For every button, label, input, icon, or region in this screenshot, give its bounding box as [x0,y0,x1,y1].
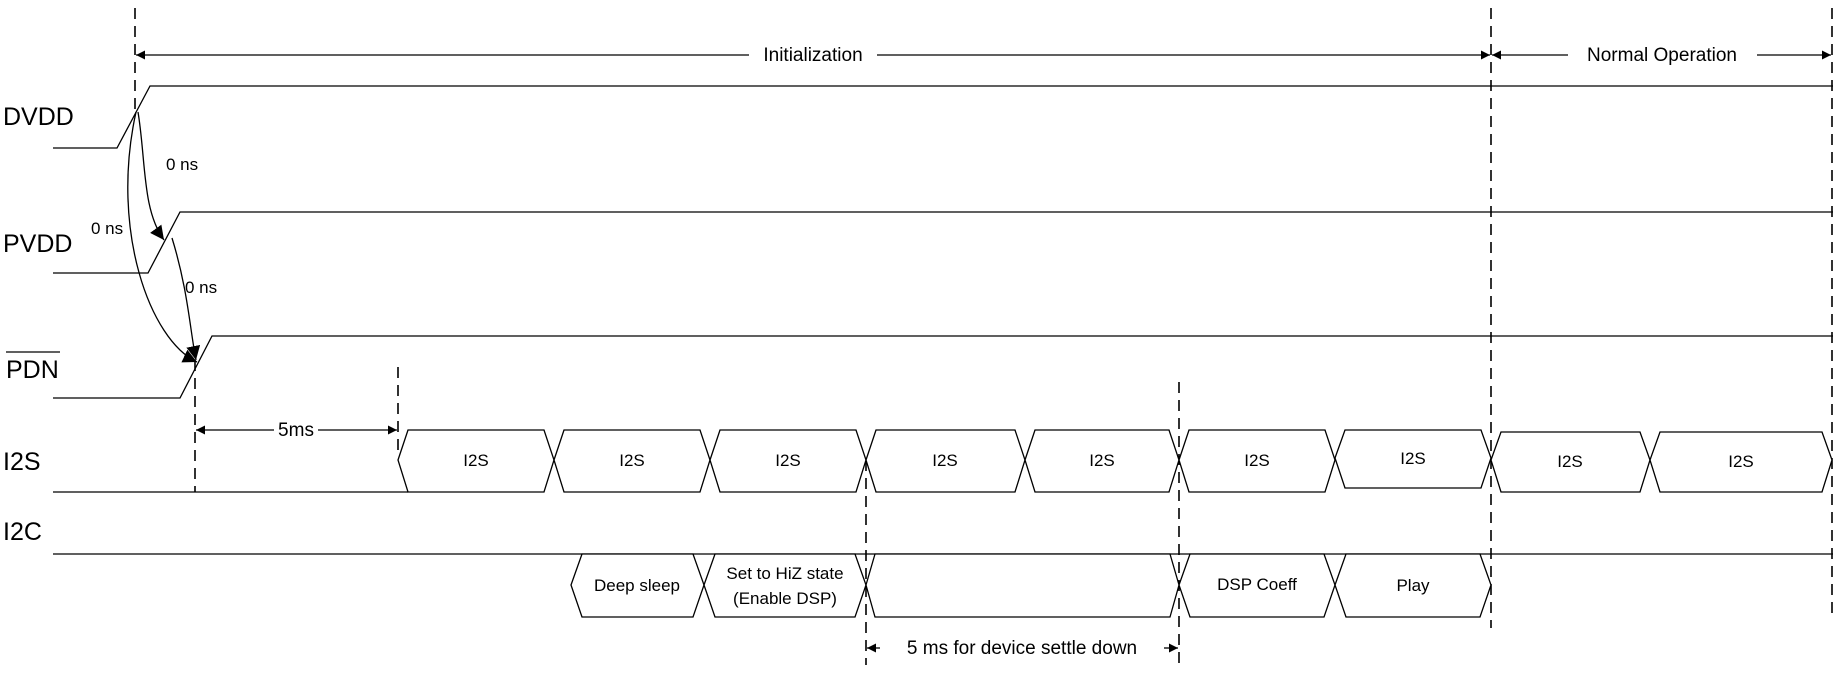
i2s-cell-label: I2S [619,451,645,470]
dvdd-to-pdn-delay-label: 0 ns [91,219,123,238]
normal-operation-label: Normal Operation [1587,45,1737,66]
i2c-bus: Deep sleep Set to HiZ state (Enable DSP)… [570,553,1492,618]
i2s-cell-label: I2S [932,451,958,470]
signal-pdn-label: PDN [6,356,59,384]
i2s-cell-label: I2S [1557,452,1583,471]
pvdd-to-pdn-arrow [171,237,201,361]
i2s-cell [1649,431,1833,493]
i2c-hiz-label-line2: (Enable DSP) [733,589,837,608]
signal-i2s-label: I2S [3,448,41,476]
i2s-cell-label: I2S [463,451,489,470]
i2s-bus: I2S I2S I2S I2S I2S I2S I2S I2S I2S [397,429,1833,493]
pvdd-waveform [53,211,1833,274]
dvdd-waveform [53,85,1833,149]
pdn-to-i2s-interval-label: 5ms [278,420,314,441]
dvdd-to-pvdd-arrow [137,111,165,241]
initialization-label: Initialization [763,45,862,66]
i2s-cell-label: I2S [1089,451,1115,470]
i2c-cell-play [1334,553,1492,618]
i2s-cell-label: I2S [1400,449,1426,468]
settle-interval-label: 5 ms for device settle down [907,638,1137,659]
signal-pvdd-label: PVDD [3,230,72,258]
i2s-cell-label: I2S [1244,451,1270,470]
i2c-dsp-coeff-label: DSP Coeff [1217,575,1297,594]
signal-dvdd-label: DVDD [3,103,74,131]
i2c-play-label: Play [1396,576,1430,595]
i2s-cell-label: I2S [1728,452,1754,471]
signal-i2c-label: I2C [3,518,42,546]
i2c-cell-empty [865,553,1180,618]
i2c-hiz-label-line1: Set to HiZ state [726,564,843,583]
i2c-deep-sleep-label: Deep sleep [594,576,680,595]
pvdd-to-pdn-delay-label: 0 ns [185,278,217,297]
i2s-cell [1334,429,1492,489]
dvdd-to-pdn-arrow [127,111,198,363]
pdn-waveform [53,335,1833,399]
dvdd-to-pvdd-delay-label: 0 ns [166,155,198,174]
i2s-cell-label: I2S [775,451,801,470]
